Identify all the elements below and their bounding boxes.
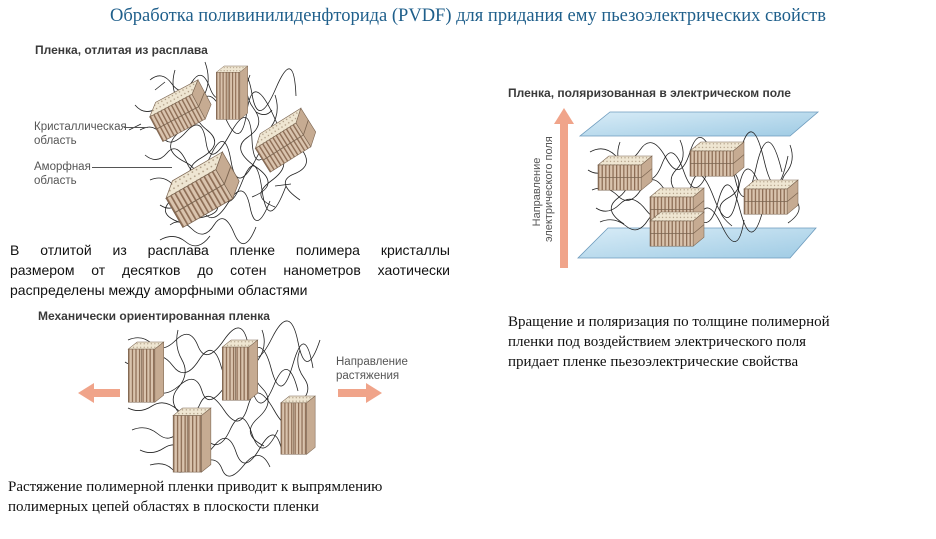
polarized-heading: Пленка, поляризованная в электрическом п… <box>508 86 791 100</box>
field-label-line: Направление <box>531 157 543 227</box>
polarized-illustration <box>554 108 820 268</box>
caption-line: полимерных цепей областях в плоскости пл… <box>8 499 319 515</box>
amorphous-chains <box>124 320 321 477</box>
amorphous-label-line: область <box>34 175 77 187</box>
caption-line: Растяжение полимерной пленки приводит к … <box>8 479 383 495</box>
caption-line: В отлитой из расплава пленке полимера кр… <box>10 242 450 258</box>
melt-cast-heading: Пленка, отлитая из расплава <box>35 43 208 57</box>
crystal-region <box>743 179 799 215</box>
crystalline-label-line: Кристаллическая <box>34 121 127 133</box>
field-label-line: электрического поля <box>543 136 555 242</box>
caption-line: пленки под воздействием электрического п… <box>508 334 807 350</box>
stretched-heading: Механически ориентированная пленка <box>38 309 270 323</box>
stretch-arrow-right <box>338 383 382 403</box>
crystal-region <box>215 65 249 120</box>
crystal-region <box>159 151 246 228</box>
amorphous-region-label: Аморфная область <box>34 160 91 188</box>
crystal-region <box>597 155 653 191</box>
crystal-region <box>172 407 212 473</box>
stretch-label-line: Направление <box>336 356 408 368</box>
amorphous-leader-line <box>92 167 172 168</box>
crystal-region <box>221 339 259 401</box>
caption-line: распределены между аморфными областями <box>10 282 308 298</box>
polarized-caption: Вращение и поляризация по толщине полиме… <box>508 312 928 372</box>
crystal-region <box>649 211 705 247</box>
crystal-region <box>127 341 165 403</box>
crystalline-label-line: область <box>34 135 77 147</box>
crystal-region <box>249 107 322 173</box>
field-direction-arrow <box>554 108 574 268</box>
crystal-region <box>689 141 745 177</box>
caption-line: Вращение и поляризация по толщине полиме… <box>508 314 830 330</box>
caption-line: придает пленке пьезоэлектрические свойст… <box>508 354 799 370</box>
caption-line: размером от десятков до сотен нанометров… <box>10 262 450 278</box>
stretched-caption: Растяжение полимерной пленки приводит к … <box>8 477 488 517</box>
top-electrode-plate <box>578 111 820 137</box>
melt-cast-caption: В отлитой из расплава пленке полимера кр… <box>10 240 450 300</box>
stretched-illustration <box>78 320 382 477</box>
crystalline-leader-line <box>124 127 148 128</box>
stretch-direction-label: Направление растяжения <box>336 355 408 383</box>
slide-title: Обработка поливинилиденфторида (PVDF) дл… <box>110 6 826 26</box>
amorphous-label-line: Аморфная <box>34 161 91 173</box>
field-direction-label: Направление электрического поля <box>531 136 555 242</box>
stretch-label-line: растяжения <box>336 370 400 382</box>
melt-cast-illustration <box>128 61 322 247</box>
crystal-region <box>280 395 316 455</box>
crystalline-region-label: Кристаллическая область <box>34 120 127 148</box>
stretch-arrow-left <box>78 383 120 403</box>
